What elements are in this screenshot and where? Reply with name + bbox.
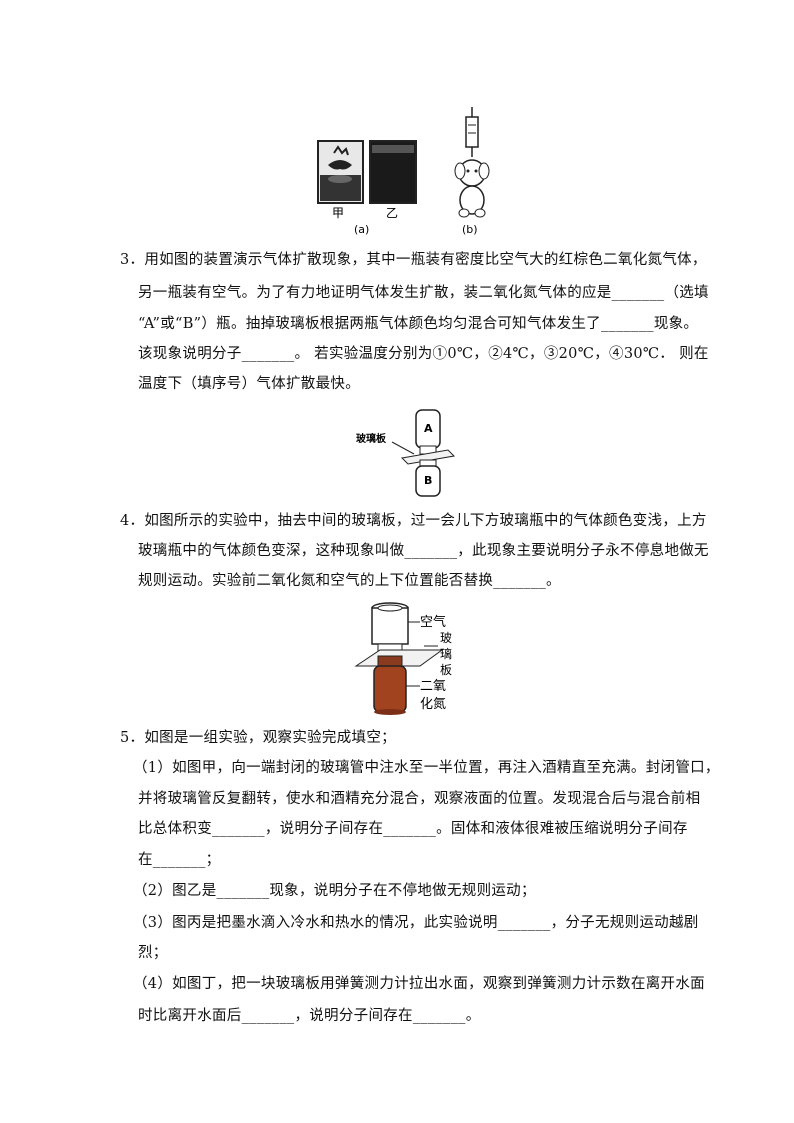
figure-bottles-ab: 玻璃板 A B bbox=[356, 408, 466, 498]
label-jia: 甲 bbox=[332, 206, 344, 220]
label-no2-2: 化氮 bbox=[420, 697, 446, 712]
q5-p1-line-1: （1）如图甲，向一端封闭的玻璃管中注水至一半位置，再注入酒精直至充满。封闭管口， bbox=[133, 760, 720, 776]
figure-air-no2-svg: 空气 玻 璃 板 二氧 化氮 bbox=[354, 602, 452, 715]
label-yi: 乙 bbox=[386, 206, 398, 220]
q4-line-2: 玻璃瓶中的气体颜色变深，这种现象叫做_______，此现象主要说明分子永不停息地… bbox=[138, 543, 709, 559]
spring-scale bbox=[465, 107, 479, 157]
q3-line-3: “A”或“B”）瓶。抽掉玻璃板根据两瓶气体颜色均匀混合可知气体发生了______… bbox=[138, 316, 699, 332]
beaker-yi bbox=[369, 140, 417, 204]
figure-air-no2: 空气 玻 璃 板 二氧 化氮 bbox=[350, 600, 460, 720]
figure-beakers-svg: 甲 乙 (a) (b) bbox=[317, 107, 490, 236]
q5-p2-line-1: （2）图乙是_______现象，说明分子在不停地做无规则运动； bbox=[133, 883, 536, 899]
q5-p1-line-4: 在_______； bbox=[138, 852, 221, 868]
q5-p4-line-2: 时比离开水面后_______，说明分子间存在_______。 bbox=[138, 1008, 481, 1024]
air-bottle bbox=[371, 602, 409, 653]
q4-line-3: 规则运动。实验前二氧化氮和空气的上下位置能否替换_______。 bbox=[138, 573, 561, 589]
no2-bottle bbox=[373, 655, 407, 715]
label-plate-1: 玻 bbox=[440, 631, 452, 645]
q3-line-5: 温度下（填序号）气体扩散最快。 bbox=[138, 376, 360, 392]
q3-line-2: 另一瓶装有空气。为了有力地证明气体发生扩散，装二氧化氮气体的应是_______（… bbox=[138, 285, 709, 301]
caption-b: (b) bbox=[462, 223, 478, 236]
bottle-b bbox=[415, 459, 441, 497]
figure-beakers-and-toy: 甲 乙 (a) (b) bbox=[310, 105, 510, 240]
plate-label: 玻璃板 bbox=[356, 432, 387, 445]
label-a: A bbox=[424, 422, 433, 435]
label-plate-3: 板 bbox=[440, 663, 452, 677]
q5-p3-line-2: 烈； bbox=[138, 945, 168, 961]
q5-p4-line-1: （4）如图丁，把一块玻璃板用弹簧测力计拉出水面，观察到弹簧测力计示数在离开水面 bbox=[133, 976, 705, 992]
label-no2-1: 二氧 bbox=[420, 679, 446, 694]
q5-p3-line-1: （3）图丙是把墨水滴入冷水和热水的情况，此实验说明_______，分子无规则运动… bbox=[133, 915, 699, 931]
q5-p1-line-3: 比总体积变_______，说明分子间存在_______。固体和液体很难被压缩说明… bbox=[138, 821, 688, 837]
label-b: B bbox=[424, 474, 432, 487]
q3-line-4: 该现象说明分子_______。 若实验温度分别为①0℃，②4℃，③20℃，④30… bbox=[138, 346, 709, 362]
glass-plate bbox=[400, 449, 456, 465]
beaker-jia bbox=[317, 140, 364, 204]
caption-a: (a) bbox=[354, 223, 369, 236]
q5-p1-line-2: 并将玻璃管反复翻转，使水和酒精充分混合，观察液面的位置。发现混合后与混合前相 bbox=[138, 791, 701, 807]
toy-dog bbox=[454, 159, 490, 218]
q5-line-1: 5．如图是一组实验，观察实验完成填空； bbox=[120, 730, 396, 746]
q4-line-1: 4．如图所示的实验中，抽去中间的玻璃板，过一会儿下方玻璃瓶中的气体颜色变浅，上方 bbox=[120, 513, 707, 529]
q3-line-1: 3．用如图的装置演示气体扩散现象，其中一瓶装有密度比空气大的红棕色二氧化氮气体， bbox=[120, 252, 707, 268]
label-air: 空气 bbox=[420, 614, 446, 630]
figure-bottles-ab-svg: 玻璃板 A B bbox=[356, 409, 456, 497]
label-plate-2: 璃 bbox=[440, 647, 452, 661]
